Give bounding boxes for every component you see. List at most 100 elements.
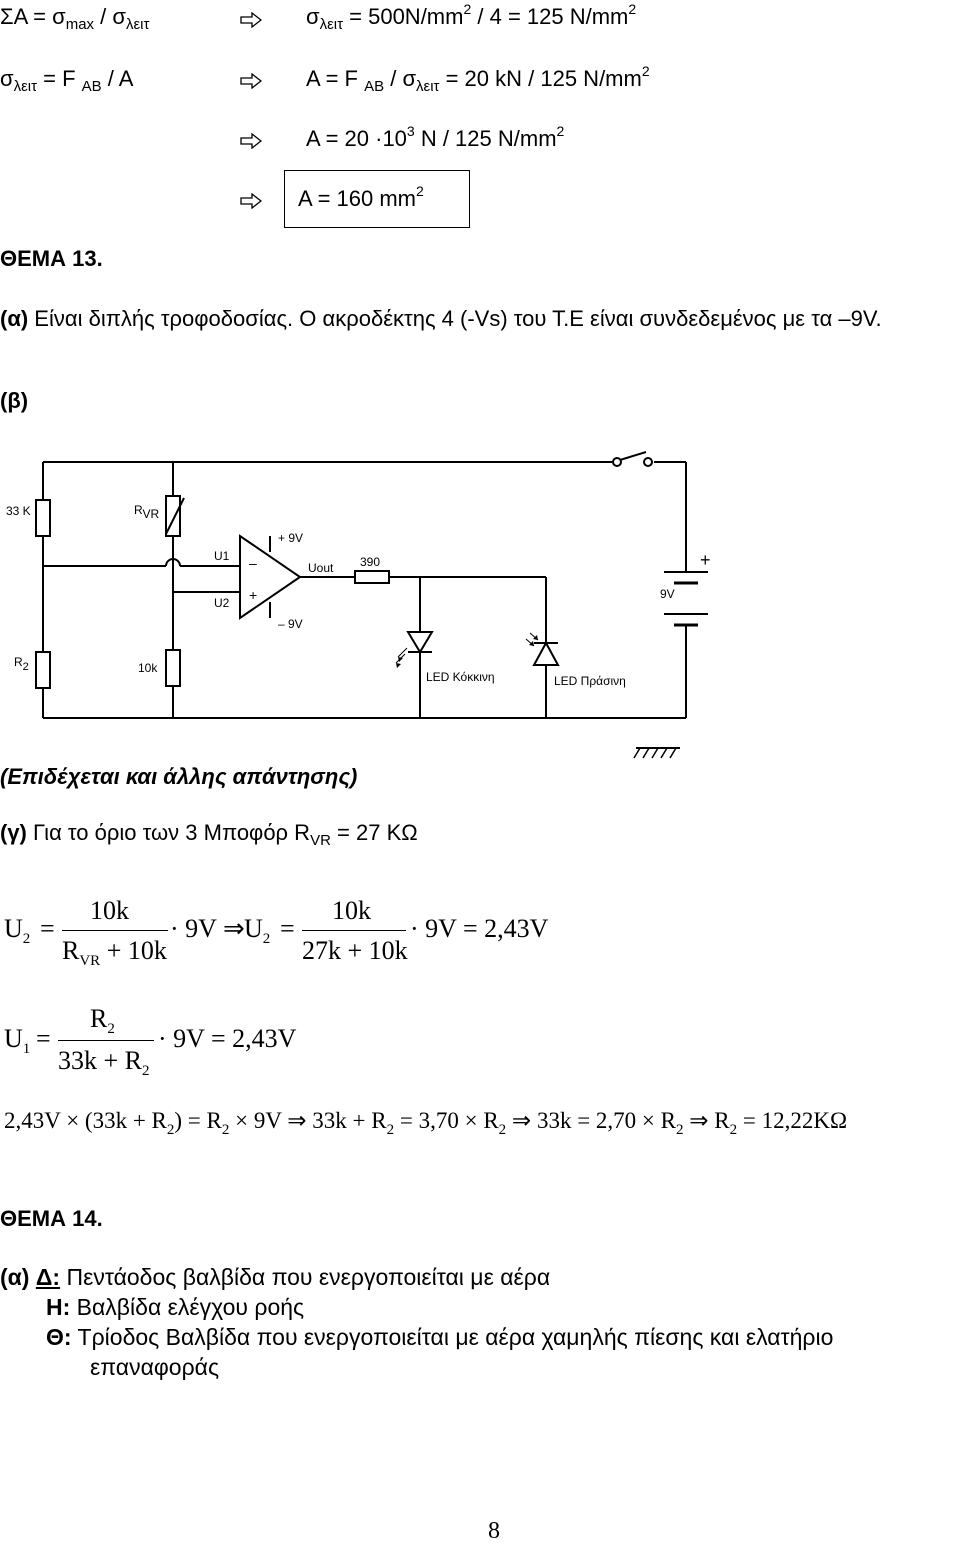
numerator: 10k <box>90 896 129 925</box>
theme14-a-d: (α) Δ: Πεντάοδος βαλβίδα που ενεργοποιεί… <box>0 1264 550 1291</box>
resistor-r2-icon <box>35 651 51 689</box>
subscript: AB <box>81 78 102 95</box>
label: (α) <box>0 306 29 331</box>
text: N / 125 N/mm <box>414 126 557 151</box>
text: · 9V ⇒ <box>170 914 245 943</box>
text: = F <box>37 66 82 91</box>
ground-hatch <box>651 747 659 759</box>
text: = 27 KΩ <box>330 820 418 845</box>
text: / σ <box>384 66 417 91</box>
text: A = F <box>306 66 365 91</box>
resistor-33k-icon <box>35 499 51 537</box>
subscript: λειτ <box>319 16 344 33</box>
theme14-heading: ΘΕΜΑ 14. <box>0 1206 103 1231</box>
text: U <box>4 1024 23 1053</box>
text: A = 160 mm <box>298 186 417 211</box>
result-box <box>284 170 470 228</box>
led-ray-arrow <box>398 657 403 662</box>
subscript: VR <box>79 953 101 969</box>
formula-area-result: A = 160 mm2 <box>298 183 424 212</box>
superscript: 3 <box>406 123 415 139</box>
text: × 9V ⇒ 33k + R <box>229 1108 387 1133</box>
text: ) = R <box>174 1108 222 1133</box>
variable-resistor-arrow <box>165 497 185 535</box>
subscript: 2 <box>675 1122 684 1138</box>
ground-hatch <box>633 747 641 759</box>
label-plus9v: + 9V <box>278 531 303 545</box>
subscript: 2 <box>107 1021 115 1037</box>
text: ⇒ 33k = 2,70 × R <box>506 1108 676 1133</box>
formula-area-numeric: A = 20 ·103 N / 125 N/mm2 <box>306 123 564 152</box>
text: · 9V = 2,43V <box>158 1024 297 1053</box>
text: = 20 kN / 125 N/mm <box>439 66 642 91</box>
superscript: 2 <box>463 1 472 17</box>
switch-lever <box>619 451 647 461</box>
ground-hatch <box>669 747 677 759</box>
led-ray <box>397 647 408 658</box>
fraction-bar <box>58 1040 154 1041</box>
text: U <box>244 914 263 943</box>
arrow-right-icon <box>240 73 262 89</box>
theme14-th-cont: επαναφοράς <box>90 1354 220 1380</box>
theme14-th: Θ: Τρίοδος Βαλβίδα που ενεργοποιείται με… <box>46 1324 833 1351</box>
label-r2: R2 <box>14 655 29 673</box>
formula-sigma-value: σλειτ = 500N/mm2 / 4 = 125 N/mm2 <box>306 1 636 33</box>
superscript: 2 <box>641 63 650 79</box>
equation-r2: 2,43V × (33k + R2) = R2 × 9V ⇒ 33k + R2 … <box>4 1108 847 1138</box>
arrow-right-icon <box>240 12 262 28</box>
text: A = 20 ·10 <box>306 126 407 151</box>
subscript: 2 <box>386 1122 395 1138</box>
subscript: 2 <box>262 931 271 947</box>
label: (α) <box>0 1264 30 1290</box>
text: R <box>62 936 80 965</box>
label-battery-plus: + <box>700 550 711 570</box>
subscript: 1 <box>22 1041 31 1057</box>
subscript: max <box>65 16 95 33</box>
text: · 9V = 2,43V <box>410 914 549 943</box>
fraction-bar <box>302 930 406 931</box>
opamp-icon <box>239 534 302 620</box>
opamp-plus: + <box>249 587 257 603</box>
arrow-right-icon <box>240 133 262 149</box>
subscript: λειτ <box>125 16 150 33</box>
formula-sigma-total: ΣΑ = σmax / σλειτ <box>0 4 150 33</box>
text: R <box>90 1004 108 1033</box>
text: U <box>4 914 23 943</box>
label-led-red: LED Κόκκινη <box>426 670 495 684</box>
text: 2,43V × (33k + R <box>4 1108 167 1133</box>
switch-contact-icon <box>643 457 653 467</box>
resistor-10k-icon <box>165 649 181 687</box>
label-10k: 10k <box>138 661 158 675</box>
subscript: λειτ <box>13 78 38 95</box>
subscript: 2 <box>166 1122 175 1138</box>
formula-sigma-def: σλειτ = F AB / A <box>0 66 133 95</box>
subscript: λειτ <box>416 78 440 95</box>
text: Για το όριο των 3 Μποφόρ R <box>26 820 311 845</box>
text: Πεντάοδος βαλβίδα που ενεργοποιείται με … <box>60 1264 551 1290</box>
ground-hatch <box>642 747 650 759</box>
label-r1: 33 K <box>6 504 31 518</box>
text: = 3,70 × R <box>394 1108 499 1133</box>
theme13-a: (α) Είναι διπλής τροφοδοσίας. Ο ακροδέκτ… <box>0 306 882 332</box>
text: Βαλβίδα ελέγχου ροής <box>70 1294 305 1320</box>
label-uout: Uout <box>308 561 334 575</box>
theme13-c: (γ) Για το όριο των 3 Μποφόρ RVR = 27 KΩ <box>0 820 418 849</box>
fraction-bar <box>62 930 168 931</box>
text: σ <box>306 4 320 29</box>
text: 33k + R <box>58 1046 143 1075</box>
theme13-heading: ΘΕΜΑ 13. <box>0 246 103 271</box>
text: / σ <box>94 4 126 29</box>
label-battery: 9V <box>660 587 675 601</box>
resistor-390-icon <box>354 570 390 584</box>
label: (γ) <box>0 820 27 845</box>
subscript: 2 <box>142 1063 150 1079</box>
subscript: 2 <box>729 1122 738 1138</box>
label: Η: <box>46 1294 71 1320</box>
text: / 4 = 125 N/mm <box>471 4 629 29</box>
ground-hatch <box>660 747 668 759</box>
note-alternative-answer: (Επιδέχεται και άλλης απάντησης) <box>0 764 358 789</box>
opamp-minus: – <box>249 555 257 571</box>
text: Τρίοδος Βαλβίδα που ενεργοποιείται με αέ… <box>71 1324 834 1350</box>
led-ray-arrow <box>533 635 538 640</box>
arrow-right-icon <box>240 193 262 209</box>
